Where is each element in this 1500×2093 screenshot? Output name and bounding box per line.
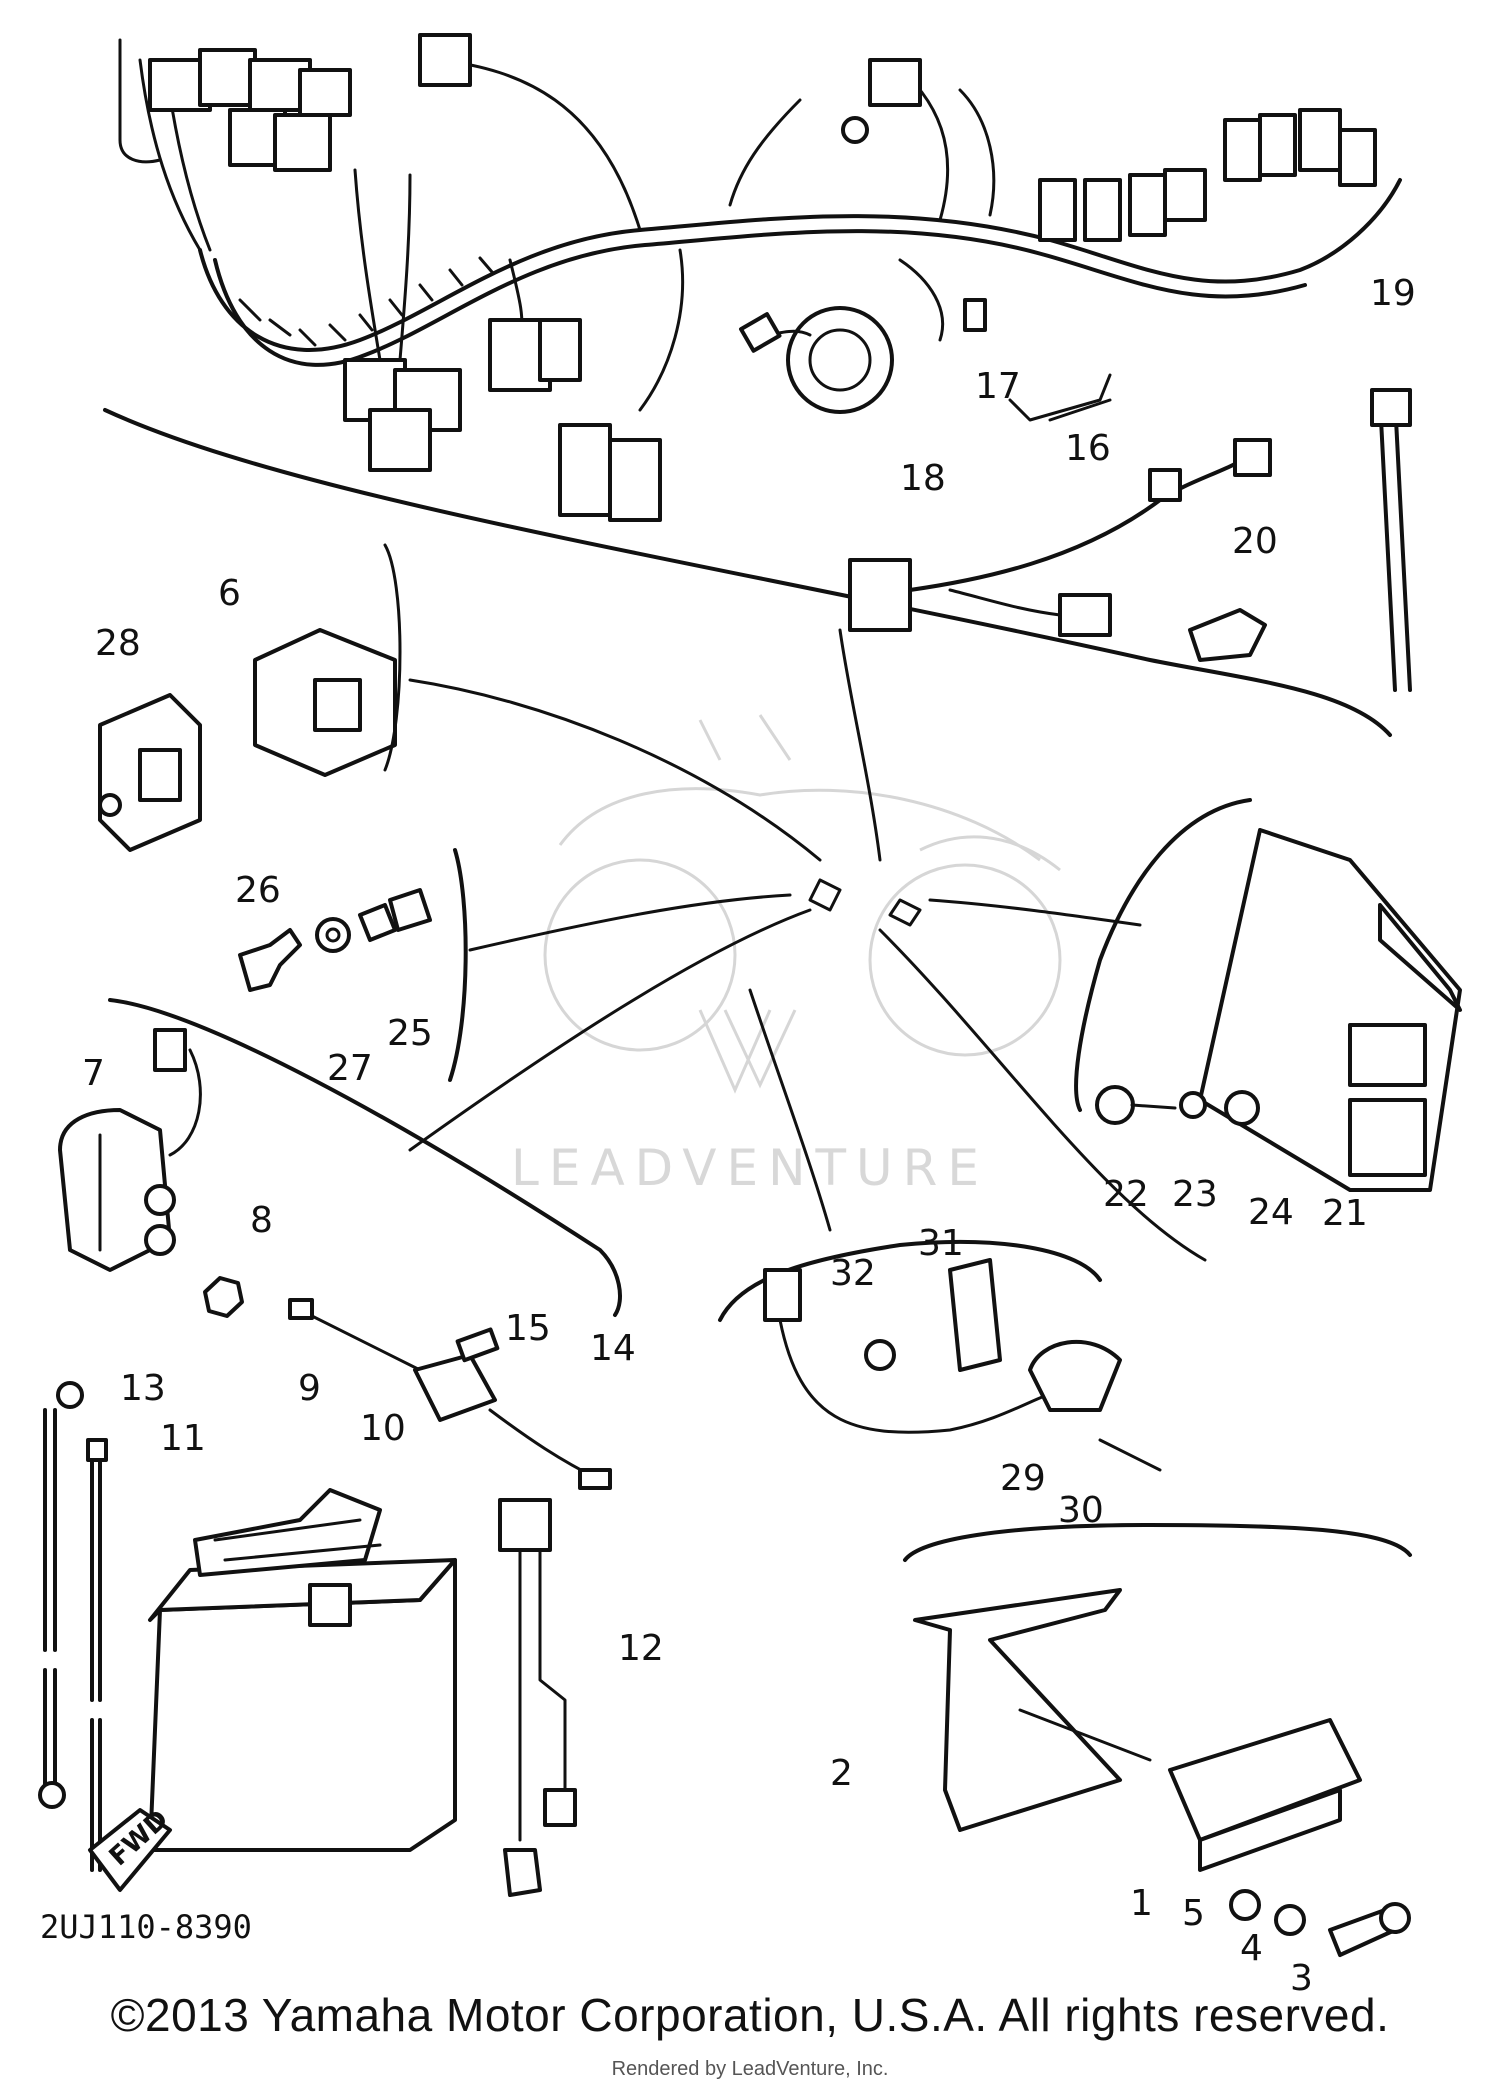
label-10: 10 — [360, 1408, 406, 1449]
label-31: 31 — [918, 1223, 964, 1264]
copyright-footer: ©2013 Yamaha Motor Corporation, U.S.A. A… — [110, 1989, 1390, 2041]
label-25: 25 — [387, 1013, 433, 1054]
label-3: 3 — [1290, 1958, 1313, 1999]
label-15: 15 — [505, 1308, 551, 1349]
label-19: 19 — [1370, 273, 1416, 314]
neutral-switch-drawing — [763, 1258, 1162, 1472]
rendered-by-note: Rendered by LeadVenture, Inc. — [611, 2058, 889, 2080]
label-26: 26 — [235, 870, 281, 911]
label-16: 16 — [1065, 428, 1111, 469]
label-22: 22 — [1103, 1174, 1149, 1215]
label-17: 17 — [975, 366, 1021, 407]
label-14: 14 — [590, 1328, 636, 1369]
label-4: 4 — [1240, 1928, 1263, 1969]
relay-drawings — [98, 543, 402, 852]
leader-lines — [408, 628, 1207, 1262]
battery-drawing: FWD — [38, 1381, 457, 1892]
label-18: 18 — [900, 458, 946, 499]
label-7: 7 — [82, 1053, 105, 1094]
label-29: 29 — [1000, 1458, 1046, 1499]
label-24: 24 — [1248, 1192, 1294, 1233]
label-20: 20 — [1232, 521, 1278, 562]
diagram-code: 2UJ110-8390 — [40, 1908, 252, 1946]
label-9: 9 — [298, 1368, 321, 1409]
group-brackets — [108, 798, 1412, 1562]
label-23: 23 — [1172, 1174, 1218, 1215]
watermark: LEADVENTURE — [511, 1009, 989, 1197]
label-5: 5 — [1182, 1893, 1205, 1934]
label-21: 21 — [1322, 1193, 1368, 1234]
label-13: 13 — [120, 1368, 166, 1409]
fuse-assembly-drawing — [288, 1298, 612, 1490]
leadventure-logo-icon — [698, 1009, 797, 1094]
label-30: 30 — [1058, 1490, 1104, 1531]
battery-lead-drawing — [498, 1498, 577, 1897]
rectifier-drawing — [913, 1588, 1411, 1957]
sub-harness-drawing — [848, 388, 1412, 692]
label-8: 8 — [250, 1200, 273, 1241]
label-12: 12 — [618, 1628, 664, 1669]
starter-relay-drawing — [58, 1028, 244, 1318]
part-number-labels: 1 2 3 4 5 6 7 8 9 10 11 12 13 14 15 16 1… — [82, 273, 1416, 1999]
motorcycle-outline — [543, 714, 1062, 1057]
label-32: 32 — [830, 1253, 876, 1294]
wire-harness-drawing — [103, 33, 1402, 737]
label-27: 27 — [327, 1048, 373, 1089]
label-6: 6 — [218, 573, 241, 614]
igniter-unit-drawing — [1095, 828, 1462, 1192]
label-28: 28 — [95, 623, 141, 664]
watermark-text: LEADVENTURE — [511, 1139, 989, 1197]
label-11: 11 — [160, 1418, 206, 1459]
label-2: 2 — [830, 1753, 853, 1794]
label-1: 1 — [1130, 1883, 1153, 1924]
terminal-parts-25-27 — [238, 888, 432, 992]
